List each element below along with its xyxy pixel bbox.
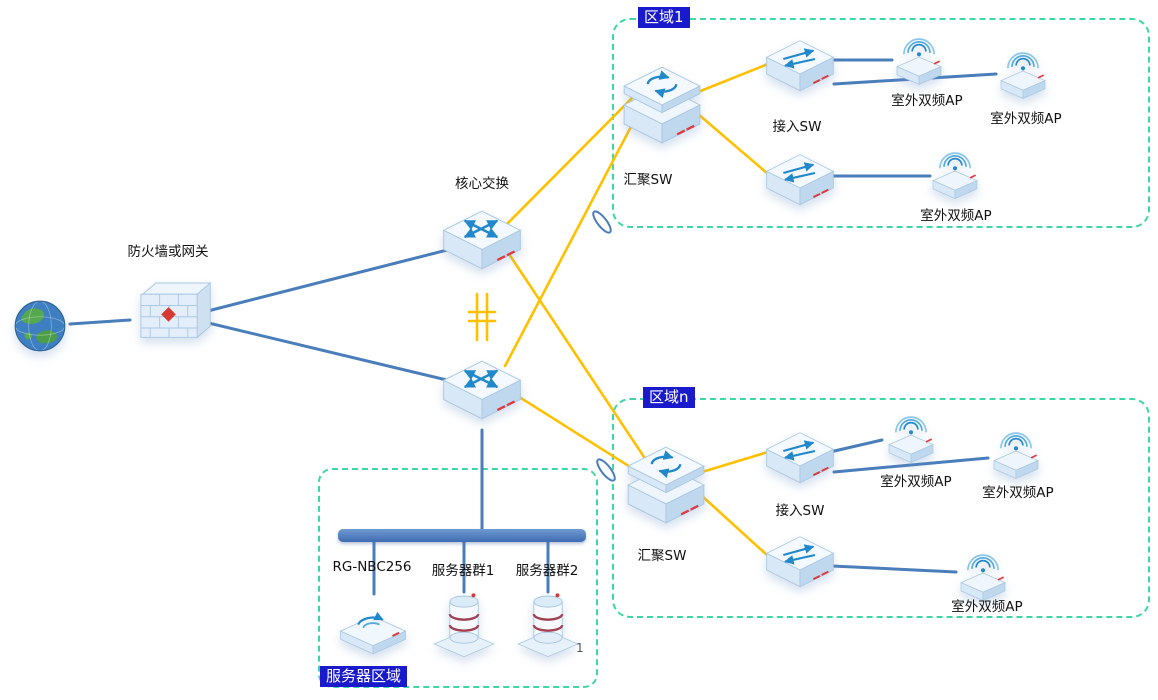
zonen-access-switch1-icon xyxy=(760,416,840,496)
zonen-ap3-label: 室外双频AP xyxy=(951,599,1023,615)
zonen-boundary xyxy=(612,398,1150,618)
link-zonen-access1-ap2 xyxy=(832,456,990,474)
link-core1-zonen-agg xyxy=(503,246,652,468)
rg-nbc256-label: RG-NBC256 xyxy=(332,559,412,575)
core-switch2-icon xyxy=(436,342,528,434)
server-bus-bar xyxy=(338,529,586,542)
zone1-ap3-icon xyxy=(922,138,988,204)
link-zonen-agg-access2 xyxy=(700,494,770,558)
zone1-ap2-icon xyxy=(990,38,1056,104)
zone1-agg-label: 汇聚SW xyxy=(623,172,673,188)
server-group2-label: 服务器群2 xyxy=(515,563,579,579)
zonen-ap1-icon xyxy=(878,402,944,468)
link-zonen-access2-ap3 xyxy=(830,564,958,574)
zone1-boundary xyxy=(612,18,1150,228)
server-zone-title: 服务器区域 xyxy=(320,666,408,687)
internet-globe-icon xyxy=(6,292,74,360)
link-internet-firewall xyxy=(68,318,132,326)
link-zonen-access1-ap1 xyxy=(828,438,884,454)
zonen-agg-switch-icon xyxy=(620,432,712,538)
zonen-ap2-label: 室外双频AP xyxy=(982,485,1054,501)
firewall-icon xyxy=(124,268,214,358)
core-switch-label: 核心交换 xyxy=(455,176,509,192)
zone1-access-switch1-icon xyxy=(760,24,840,104)
server-group1-icon xyxy=(426,578,502,666)
zone1-title: 区域1 xyxy=(638,7,690,28)
fiber-marker-zonen xyxy=(596,458,616,482)
zonen-access-label: 接入SW xyxy=(775,503,825,519)
server-group2-icon xyxy=(510,578,586,666)
zone1-access-label: 接入SW xyxy=(772,119,822,135)
zone1-agg-switch-icon xyxy=(616,52,708,158)
link-zone1-agg-access1 xyxy=(696,62,770,94)
zone1-access-switch2-icon xyxy=(760,138,840,218)
link-zone1-agg-access2 xyxy=(696,112,770,176)
zonen-agg-label: 汇聚SW xyxy=(637,548,687,564)
zone1-ap1-label: 室外双频AP xyxy=(891,93,963,109)
fiber-marker-zone1 xyxy=(592,210,612,234)
firewall-label: 防火墙或网关 xyxy=(127,244,209,260)
zone1-ap1-icon xyxy=(886,24,952,90)
link-firewall-core1 xyxy=(194,246,457,316)
server-group1-label: 服务器群1 xyxy=(431,563,495,579)
zonen-ap2-icon xyxy=(983,418,1049,484)
zonen-access-switch2-icon xyxy=(760,520,840,600)
link-firewall-core2 xyxy=(194,318,457,384)
link-zonen-agg-access1 xyxy=(700,450,770,474)
server-zone-boundary xyxy=(318,468,598,688)
core-switch1-icon xyxy=(436,192,528,284)
zone1-ap3-label: 室外双频AP xyxy=(920,208,992,224)
zonen-ap1-label: 室外双频AP xyxy=(880,474,952,490)
zonen-title: 区域n xyxy=(643,387,695,408)
rg-nbc256-icon xyxy=(334,584,412,662)
link-core2-zone1-agg xyxy=(503,100,646,368)
zone1-ap2-label: 室外双频AP xyxy=(990,111,1062,127)
link-core1-zone1-agg xyxy=(503,88,642,228)
page-number: 1 xyxy=(576,641,584,655)
